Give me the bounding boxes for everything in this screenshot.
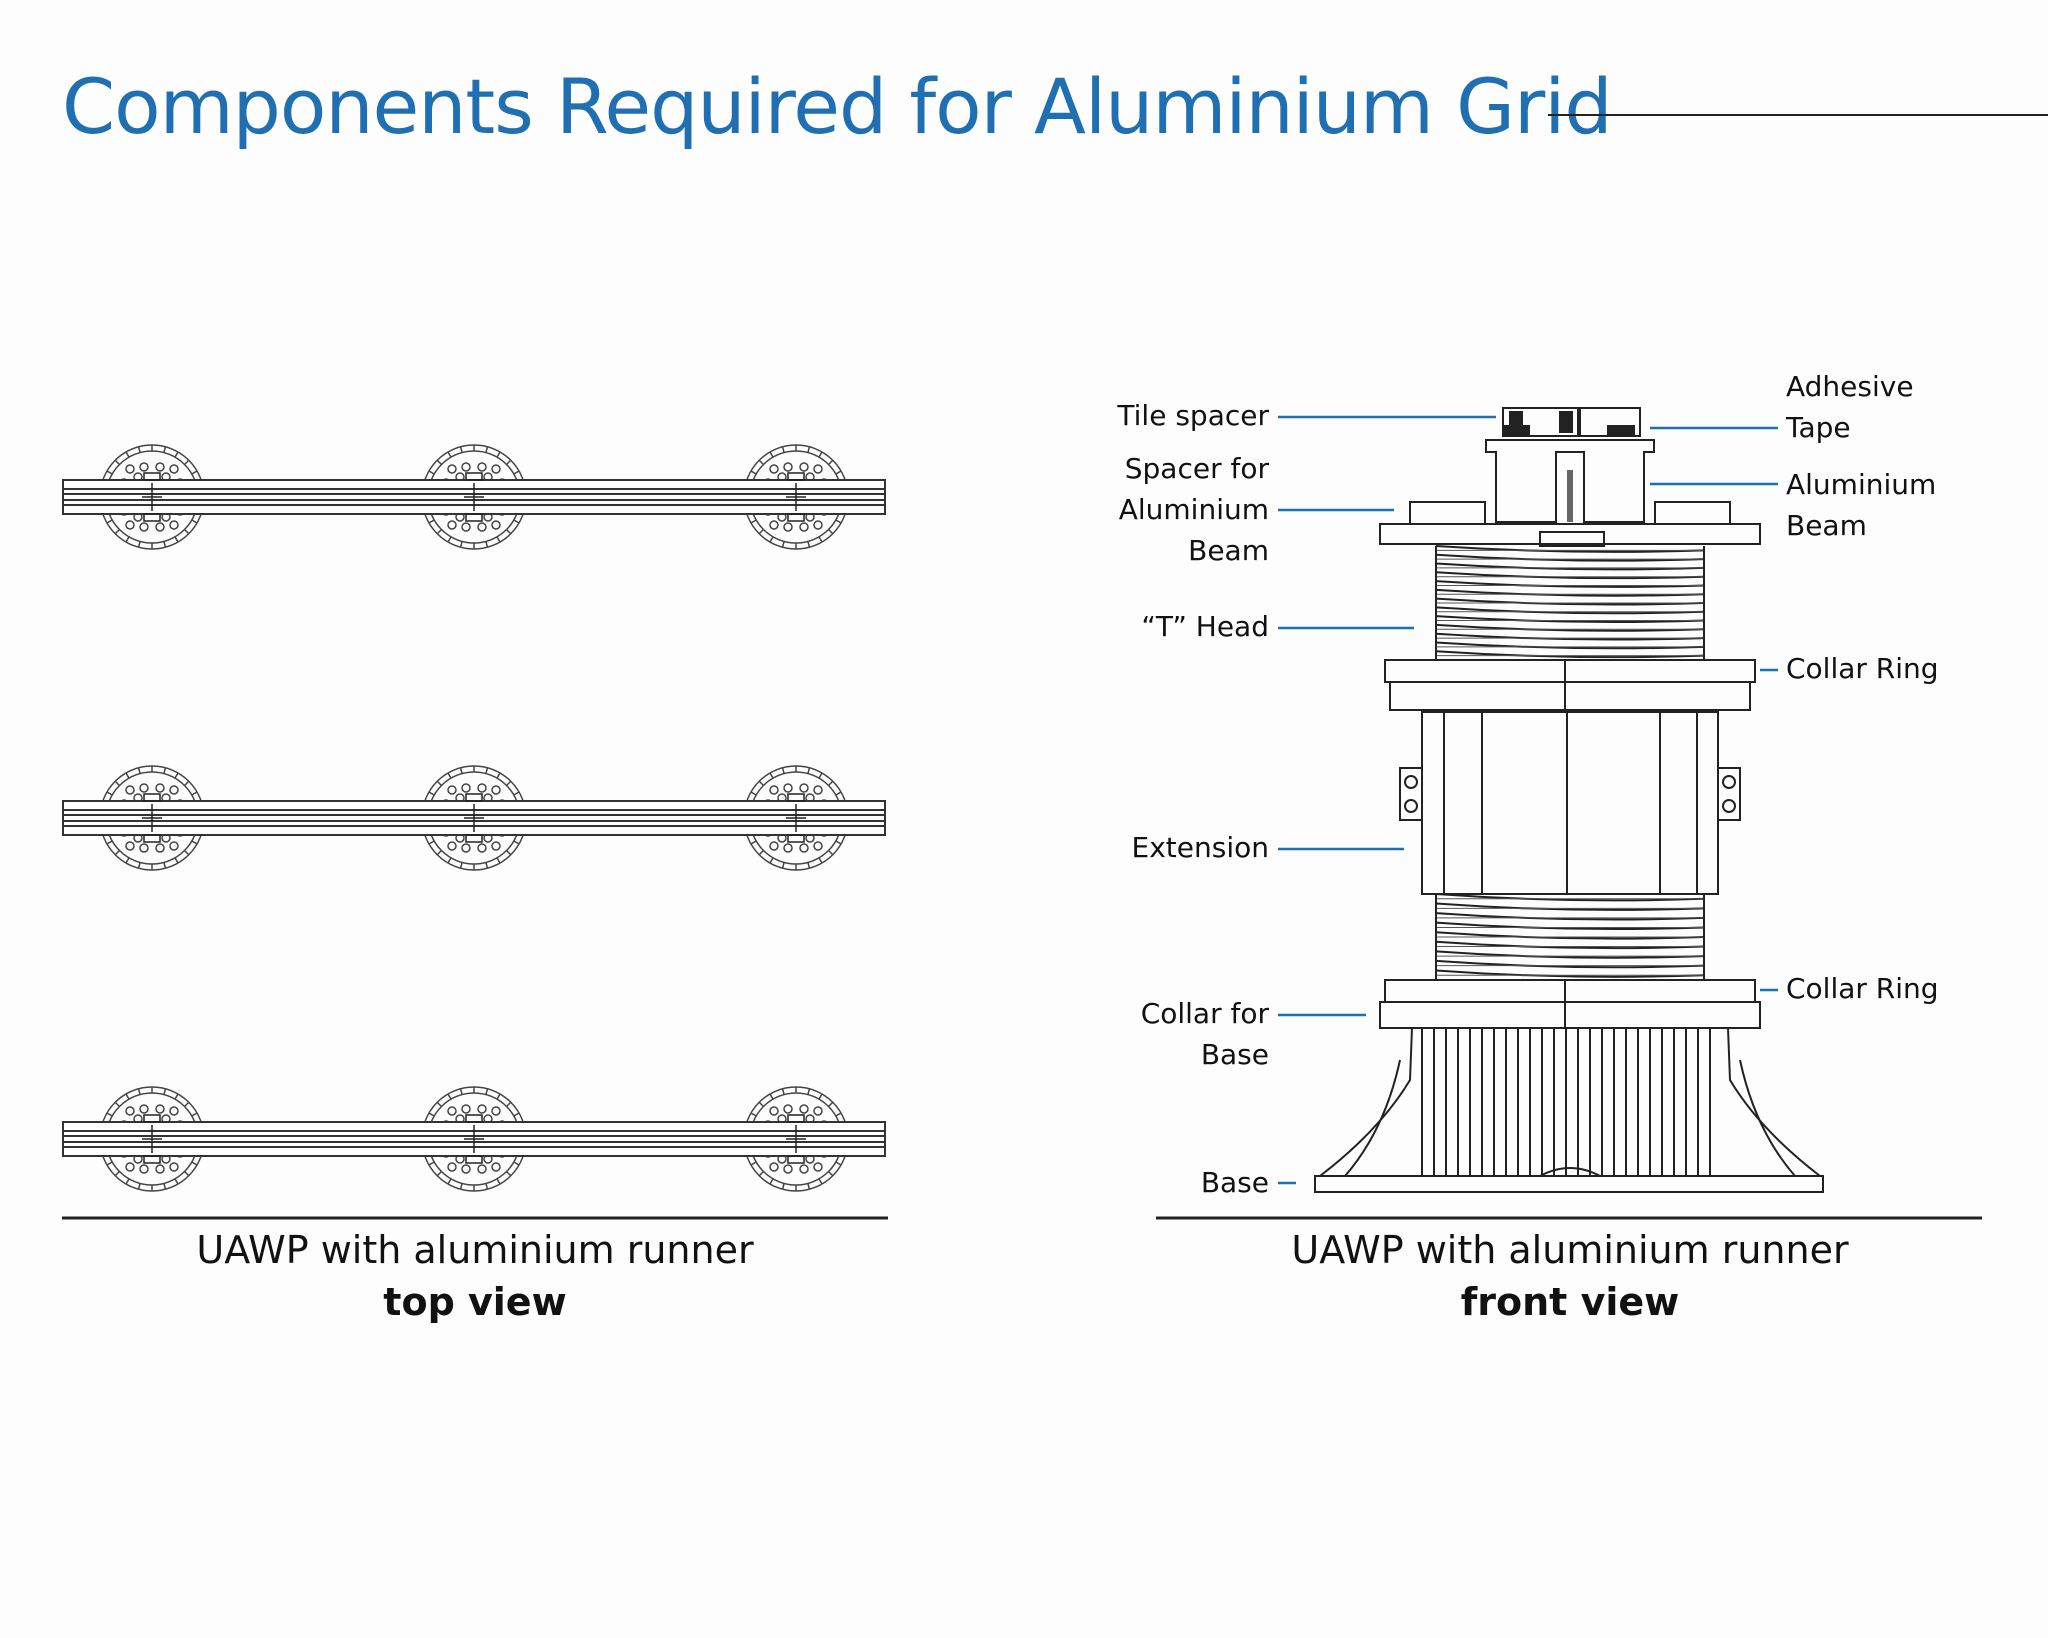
extension-thread [1435,893,1705,980]
t-head-thread [1435,545,1705,660]
label-collar-ring-top: Collar Ring [1786,652,1939,685]
label-adhesive-2: Tape [1786,411,1851,444]
label-spacer-beam-2: Aluminium [1118,493,1269,526]
label-t-head: “T” Head [1141,610,1269,643]
collar-ring-top [1384,659,1756,683]
adhesive-tape-right [1607,425,1635,435]
cross-spacer [464,1114,484,1164]
tile-spacer-block [1502,407,1579,437]
aluminium-beam [1485,439,1655,523]
label-adhesive-1: Adhesive [1786,370,1914,403]
front-view-drawing [1314,407,1824,1193]
cross-spacer [464,472,484,522]
collar-ring-top-lower [1389,681,1751,711]
t-head-slot [1539,531,1605,547]
label-spacer-beam-3: Beam [1188,534,1269,567]
base-plate [1314,1175,1824,1193]
tile-spacer-block [1579,407,1641,437]
base-fins [1344,1028,1796,1177]
t-head-plate [1379,523,1761,545]
extension-clip-right [1717,767,1741,821]
cross-spacer [142,793,162,843]
collar-for-base [1379,1001,1761,1029]
label-collar-base-1: Collar for [1140,997,1269,1030]
cross-spacer [142,472,162,522]
extension-clip-left [1399,767,1423,821]
cross-spacer [786,472,806,522]
page-title: Components Required for Aluminium Grid [62,62,1613,151]
front-view-caption-line1: UAWP with aluminium runner [1291,1228,1849,1272]
title-divider [1548,114,2048,116]
label-alu-beam-2: Beam [1786,509,1867,542]
label-base: Base [1200,1166,1269,1199]
label-spacer-beam-1: Spacer for [1124,452,1269,485]
top-view-caption-line1: UAWP with aluminium runner [196,1228,754,1272]
top-view-caption-line2: top view [383,1280,567,1324]
cross-spacer [464,793,484,843]
tile-spacer-tab [1559,411,1573,433]
top-view-drawing [62,444,886,1192]
label-collar-ring-bottom: Collar Ring [1786,972,1939,1005]
label-extension: Extension [1131,831,1269,864]
label-collar-base-2: Base [1200,1038,1269,1071]
collar-ring-bottom [1384,979,1756,1003]
extension-body [1421,711,1719,895]
top-view-caption: UAWP with aluminium runner top view [60,1228,890,1324]
cross-spacer [142,1114,162,1164]
beam-spacer-right [1654,501,1731,525]
beam-spacer-left [1409,501,1486,525]
cross-spacer [786,793,806,843]
adhesive-tape-left [1502,425,1530,435]
front-view-caption-line2: front view [1460,1280,1680,1324]
cross-spacer [786,1114,806,1164]
label-alu-beam-1: Aluminium [1786,468,1937,501]
base-body [1317,1027,1823,1177]
front-view-caption: UAWP with aluminium runner front view [1155,1228,1985,1324]
label-leader-lines [1278,415,1778,1185]
label-tile-spacer: Tile spacer [1117,399,1269,432]
